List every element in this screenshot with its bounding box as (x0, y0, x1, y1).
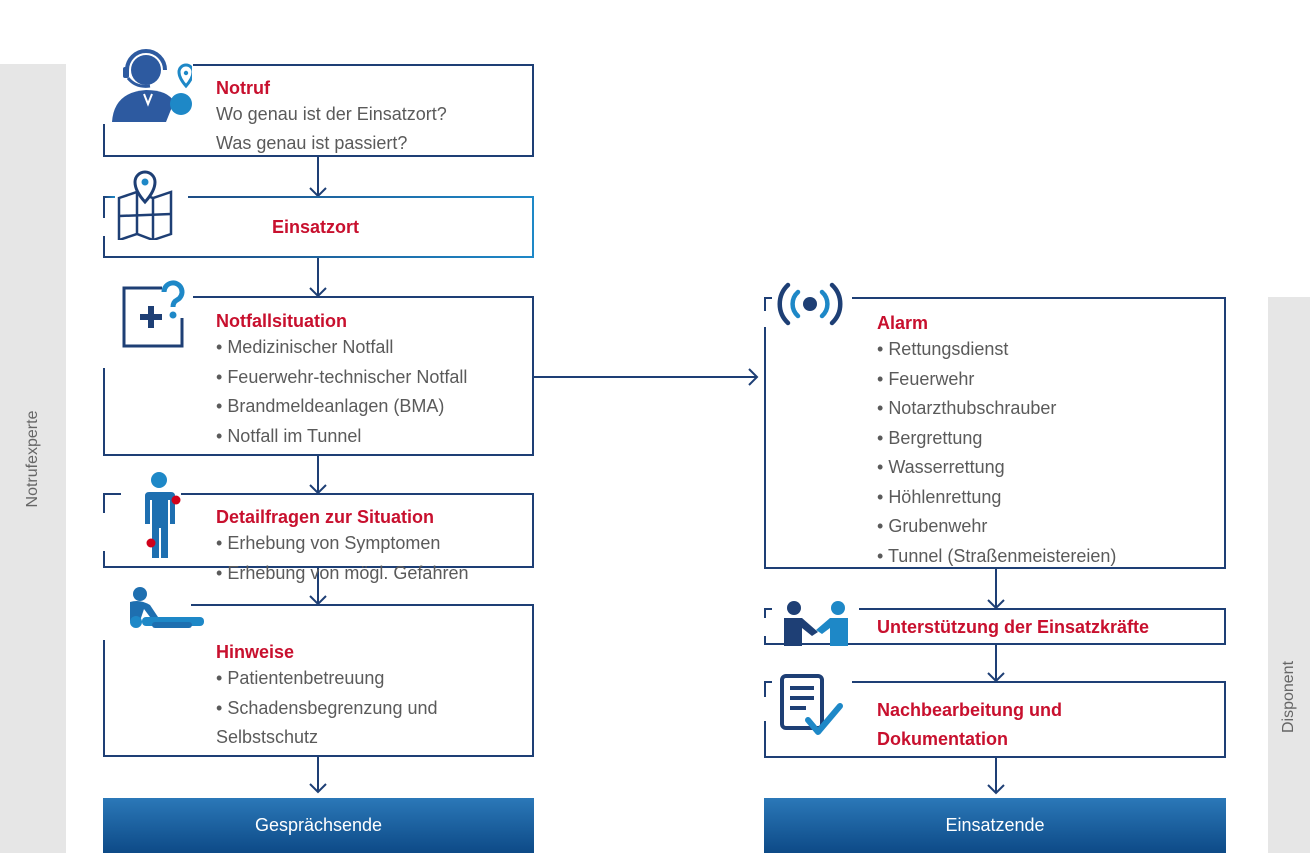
body-points-icon (137, 470, 185, 560)
step-bullet: Notarzthubschrauber (877, 394, 1116, 424)
lane-label-left: Notrufexperte (24, 410, 41, 507)
step-title: Notfallsituation (216, 311, 347, 331)
step-bullet: Feuerwehr-technischer Notfall (216, 363, 467, 393)
step-bullet: Höhlenrettung (877, 483, 1116, 513)
step-bullet: Medizinischer Notfall (216, 333, 467, 363)
step-title: Hinweise (216, 642, 295, 662)
end-einsatzende: Einsatzende (764, 798, 1226, 853)
step-line: Wo genau ist der Einsatzort? (216, 104, 447, 124)
lane-notrufexperte: Notrufexperte (0, 64, 66, 853)
end-gespraechsende: Gesprächsende (103, 798, 534, 853)
step-title: Nachbearbeitung und (877, 700, 1063, 720)
lane-label-right: Disponent (1280, 661, 1297, 734)
broadcast-icon (772, 282, 848, 326)
call-center-agent-icon (106, 44, 192, 122)
step-bullet: Grubenwehr (877, 512, 1116, 542)
step-title: Detailfragen zur Situation (216, 507, 435, 527)
lane-disponent: Disponent (1268, 297, 1310, 853)
step-line: Selbstschutz (216, 727, 319, 747)
plus-question-icon (120, 278, 192, 348)
step-line: Was genau ist passiert? (216, 133, 408, 153)
step-bullet: Feuerwehr (877, 365, 1116, 395)
step-bullet: Notfall im Tunnel (216, 422, 467, 452)
step-bullet: Wasserrettung (877, 453, 1116, 483)
handshake-icon (780, 600, 852, 646)
step-alarm: Alarm Rettungsdienst Feuerwehr Notarzthu… (764, 297, 1226, 569)
step-title: Unterstützung der Einsatzkräfte (877, 617, 1150, 637)
step-bullet: Patientenbetreuung (216, 664, 438, 694)
step-nachbearbeitung: Nachbearbeitung und Dokumentation (764, 681, 1226, 758)
step-bullet: Brandmeldeanlagen (BMA) (216, 392, 467, 422)
step-bullet: Rettungsdienst (877, 335, 1116, 365)
step-hinweise: Hinweise Patientenbetreuung Schadensbegr… (103, 604, 534, 757)
step-title: Alarm (877, 313, 929, 333)
checklist-document-icon (776, 672, 846, 738)
step-bullet: Erhebung von mögl. Gefahren (216, 559, 468, 589)
step-bullet: Erhebung von Symptomen (216, 529, 468, 559)
step-bullet: Schadensbegrenzung und (216, 694, 437, 724)
step-bullet: Tunnel (Straßenmeistereien) (877, 542, 1116, 572)
map-pin-icon (115, 168, 187, 240)
first-aid-person-icon (122, 586, 208, 630)
step-bullet: Bergrettung (877, 424, 1116, 454)
step-title: Einsatzort (272, 217, 360, 237)
step-title: Notruf (216, 78, 270, 98)
step-title: Dokumentation (877, 729, 1009, 749)
